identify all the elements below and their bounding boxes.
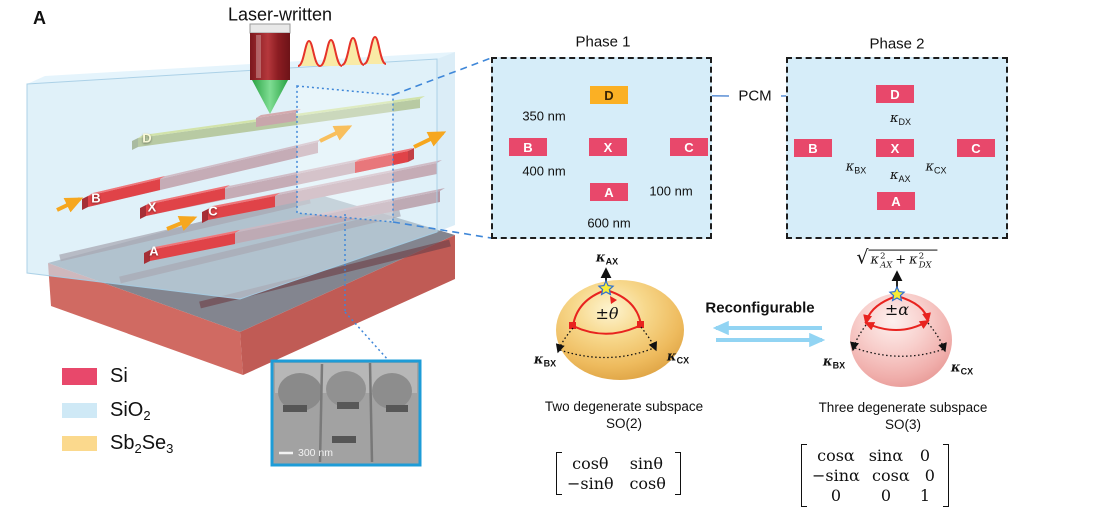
laser-icon xyxy=(249,23,291,114)
sphere-left-caption-line1: Two degenerate subspace xyxy=(544,399,704,415)
dim-label-600nm: 600 nm xyxy=(587,215,631,231)
scene-label-a: A xyxy=(149,243,159,259)
sphere-left-axis-right-label: κCX xyxy=(666,349,690,366)
equator-dotted-so3 xyxy=(850,322,947,357)
phase1-wg-b: B xyxy=(509,138,547,156)
sphere-left-caption-line2: SO(2) xyxy=(605,416,643,432)
rotation-path-so2 xyxy=(572,289,642,335)
matrix-cell: cosθ xyxy=(572,454,609,473)
star-icon xyxy=(888,285,906,302)
coupling-label-kcx: κCX xyxy=(925,159,947,176)
light-direction-arrows xyxy=(56,125,447,231)
phase2-wg-b: B xyxy=(794,139,832,157)
legend-swatches xyxy=(62,368,97,451)
matrix-cell: 0 xyxy=(924,466,935,485)
phase1-wg-c: C xyxy=(670,138,708,156)
matrix-bracket-right xyxy=(674,452,681,495)
matrix-cell: 0 xyxy=(919,446,931,465)
scene-label-d: D xyxy=(142,130,152,146)
sphere-left-axis-left-label: κBX xyxy=(533,352,557,369)
so2-rotation-matrix: cosθ sinθ −sinθ cosθ xyxy=(556,452,681,495)
coupling-label-kax: κAX xyxy=(890,168,911,184)
input-arrow-b xyxy=(56,197,84,213)
dim-label-400nm: 400 nm xyxy=(522,163,566,179)
matrix-cell: −sinθ xyxy=(567,474,614,493)
star-icon xyxy=(597,279,615,296)
panel-label: A xyxy=(33,8,46,28)
bloch-sphere-so2 xyxy=(555,267,684,380)
matrix-cell: cosθ xyxy=(629,474,666,493)
sphere-right-angle-label: ±α xyxy=(884,299,910,319)
matrix-bracket-left xyxy=(556,452,562,495)
sphere-right-caption-line1: Three degenerate subspace xyxy=(818,400,988,416)
legend-label-sio2: SiO2 xyxy=(110,399,151,423)
dim-label-100nm: 100 nm xyxy=(649,183,693,199)
sphere-right-caption-line2: SO(3) xyxy=(884,417,922,433)
matrix-cell: 1 xyxy=(919,486,931,505)
sphere-left-axis-top-label: κAX xyxy=(595,250,619,267)
legend-swatch-sb2se3 xyxy=(62,436,97,451)
state-marker-right xyxy=(637,321,644,328)
sem-inset-image xyxy=(270,359,422,467)
matrix-cell: −sinα xyxy=(812,466,860,485)
matrix-bracket-right xyxy=(942,444,949,507)
sem-scale-label: 300 nm xyxy=(298,447,334,459)
chip-3d-scene xyxy=(26,23,492,375)
laser-written-label: Laser-written xyxy=(227,4,333,25)
sphere-right-axis-right-label: κCX xyxy=(950,360,974,377)
pcm-label: PCM xyxy=(738,87,772,105)
matrix-cell: cosα xyxy=(817,446,855,465)
coupling-label-kdx: κDX xyxy=(890,111,912,127)
scene-label-c: C xyxy=(208,203,218,219)
matrix-cell: sinθ xyxy=(629,454,663,473)
legend-swatch-sio2 xyxy=(62,403,97,418)
phase2-wg-d: D xyxy=(876,85,914,103)
scene-label-b: B xyxy=(91,190,101,206)
equator-dotted-so2 xyxy=(555,326,657,359)
phase2-wg-c: C xyxy=(957,139,995,157)
reconfigurable-label: Reconfigurable xyxy=(705,299,815,317)
matrix-cell: cosα xyxy=(872,466,910,485)
phase2-wg-x: X xyxy=(876,139,914,157)
laser-pulses-icon xyxy=(297,35,387,67)
state-marker-left xyxy=(569,322,576,329)
scene-label-x: X xyxy=(147,199,157,215)
reconfigurable-arrows xyxy=(712,320,826,348)
coupling-label-kbx: κBX xyxy=(845,159,867,176)
phase1-wg-d: D xyxy=(590,86,628,104)
input-arrow-c xyxy=(166,216,198,231)
matrix-cell: sinα xyxy=(868,446,904,465)
output-arrow-2 xyxy=(413,131,447,149)
legend-label-si: Si xyxy=(110,365,128,387)
bloch-sphere-so3 xyxy=(850,270,952,387)
phase2-title: Phase 2 xyxy=(869,35,925,53)
sphere-left-angle-label: ±θ xyxy=(595,303,619,323)
sphere-right-axis-left-label: κBX xyxy=(822,354,846,371)
output-arrow-1 xyxy=(319,125,353,143)
matrix-cell: 0 xyxy=(830,486,842,505)
phase2-wg-a: A xyxy=(877,192,915,210)
legend-label-sb2se3: Sb2Se3 xyxy=(110,432,174,456)
legend-swatch-si xyxy=(62,368,97,385)
dim-label-350nm: 350 nm xyxy=(522,108,566,124)
waveguide-ends xyxy=(82,148,414,264)
phase1-wg-a: A xyxy=(590,183,628,201)
matrix-bracket-left xyxy=(801,444,807,507)
phase1-wg-x: X xyxy=(589,138,627,156)
phase1-title: Phase 1 xyxy=(575,33,631,51)
matrix-cell: 0 xyxy=(880,486,892,505)
cross-section-plane xyxy=(296,57,492,362)
so3-rotation-matrix: cosα sinα 0 −sinα cosα 0 0 0 1 xyxy=(801,444,949,507)
